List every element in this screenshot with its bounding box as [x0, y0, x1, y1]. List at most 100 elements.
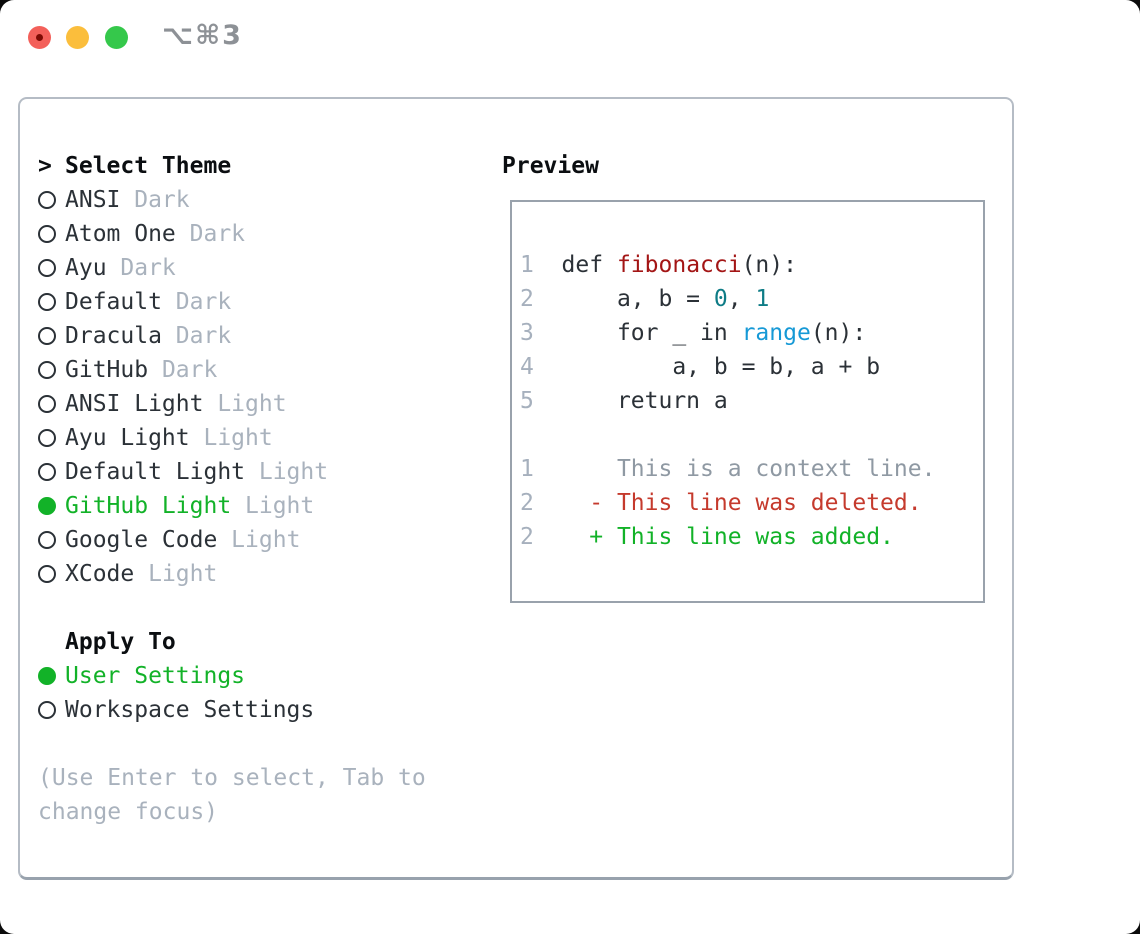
close-button[interactable]: [28, 26, 51, 49]
code-token: for _ in: [533, 320, 742, 346]
option-label: Default Light: [65, 459, 246, 485]
code-token: ,: [727, 286, 756, 312]
code-line: 1 def fibonacci(n):: [520, 248, 977, 282]
radio-unselected-icon: [38, 387, 65, 423]
theme-option-dracula[interactable]: Dracula Dark: [38, 319, 474, 353]
variant-label: Light: [189, 425, 273, 451]
keyboard-hint: (Use Enter to select, Tab to change focu…: [38, 765, 426, 825]
code-token: - This line was deleted.: [589, 490, 922, 516]
radio-unselected-icon: [38, 353, 65, 389]
variant-label: Light: [134, 561, 218, 587]
apply-option-workspace-settings[interactable]: Workspace Settings: [38, 693, 474, 727]
code-token: return a: [533, 388, 728, 414]
option-label: Google Code: [65, 527, 218, 553]
theme-option-ayu-light[interactable]: Ayu Light Light: [38, 421, 474, 455]
theme-option-xcode[interactable]: XCode Light: [38, 557, 474, 591]
theme-list-header: Select Theme: [65, 153, 232, 179]
option-label: ANSI Light: [65, 391, 204, 417]
theme-option-google-code[interactable]: Google Code Light: [38, 523, 474, 557]
line-number: 1: [520, 252, 534, 278]
section-gap: [38, 591, 474, 625]
variant-label: Dark: [106, 255, 176, 281]
code-line: 1 This is a context line.: [520, 452, 977, 486]
zoom-button[interactable]: [105, 26, 128, 49]
apply-to-header: Apply To: [65, 629, 176, 655]
preview-header: Preview: [502, 153, 599, 179]
radio-unselected-icon: [38, 251, 65, 287]
theme-option-default-light[interactable]: Default Light Light: [38, 455, 474, 489]
apply-option-user-settings[interactable]: User Settings: [38, 659, 474, 693]
code-line: 2 + This line was added.: [520, 520, 977, 554]
line-number: 2: [520, 286, 534, 312]
radio-unselected-icon: [38, 319, 65, 355]
code-token: a, b = b, a + b: [533, 354, 881, 380]
variant-label: Dark: [120, 187, 190, 213]
option-label: XCode: [65, 561, 135, 587]
radio-unselected-icon: [38, 217, 65, 253]
apply-to-header-row: Apply To: [38, 625, 474, 659]
theme-option-default[interactable]: Default Dark: [38, 285, 474, 319]
code-line: 3 for _ in range(n):: [520, 316, 977, 350]
variant-label: Dark: [161, 289, 232, 315]
option-label: Ayu Light: [65, 425, 190, 451]
theme-list-header-row: > Select Theme: [38, 149, 474, 183]
theme-option-github[interactable]: GitHub Dark: [38, 353, 474, 387]
radio-unselected-icon: [38, 455, 65, 491]
radio-unselected-icon: [38, 183, 65, 219]
code-token: (n):: [741, 252, 797, 278]
code-token: 1: [755, 286, 770, 312]
code-token: [534, 524, 589, 550]
theme-option-atom-one[interactable]: Atom One Dark: [38, 217, 474, 251]
section-gap: [38, 727, 474, 761]
radio-unselected-icon: [38, 693, 65, 729]
code-token: (n):: [810, 320, 867, 346]
option-label: Default: [65, 289, 162, 315]
line-number: 4: [520, 354, 534, 380]
option-label: GitHub: [65, 357, 149, 383]
option-label: Workspace Settings: [65, 697, 315, 723]
line-number: 2: [520, 524, 534, 550]
variant-label: Dark: [148, 357, 218, 383]
option-label: Dracula: [65, 323, 162, 349]
cursor-icon: >: [38, 153, 52, 179]
radio-unselected-icon: [38, 285, 65, 321]
theme-option-ansi[interactable]: ANSI Dark: [38, 183, 474, 217]
variant-label: Dark: [161, 323, 232, 349]
theme-option-ayu[interactable]: Ayu Dark: [38, 251, 474, 285]
code-line: 5 return a: [520, 384, 977, 418]
code-line: 2 a, b = 0, 1: [520, 282, 977, 316]
code-token: range: [741, 320, 811, 346]
line-number: 2: [520, 490, 534, 516]
option-label: Ayu: [65, 255, 107, 281]
variant-label: Light: [217, 527, 301, 553]
variant-label: Light: [203, 391, 287, 417]
option-label: GitHub Light: [65, 493, 232, 519]
radio-selected-icon: [38, 489, 65, 525]
option-label: ANSI: [65, 187, 121, 213]
code-token: fibonacci: [616, 252, 742, 278]
code-line: [520, 418, 977, 452]
variant-label: Dark: [175, 221, 246, 247]
line-number: 3: [520, 320, 534, 346]
code-token: + This line was added.: [589, 524, 894, 550]
theme-option-github-light[interactable]: GitHub Light Light: [38, 489, 474, 523]
code-token: def: [533, 252, 617, 278]
line-number: 5: [520, 388, 534, 414]
code-token: a, b =: [533, 286, 714, 312]
option-label: User Settings: [65, 663, 246, 689]
theme-option-ansi-light[interactable]: ANSI Light Light: [38, 387, 474, 421]
code-token: 0: [713, 286, 728, 312]
code-line: 4 a, b = b, a + b: [520, 350, 977, 384]
radio-unselected-icon: [38, 557, 65, 593]
code-token: This is a context line.: [533, 456, 936, 482]
variant-label: Light: [245, 459, 329, 485]
radio-unselected-icon: [38, 523, 65, 559]
radio-unselected-icon: [38, 421, 65, 457]
radio-selected-icon: [38, 659, 65, 695]
minimize-button[interactable]: [66, 26, 89, 49]
